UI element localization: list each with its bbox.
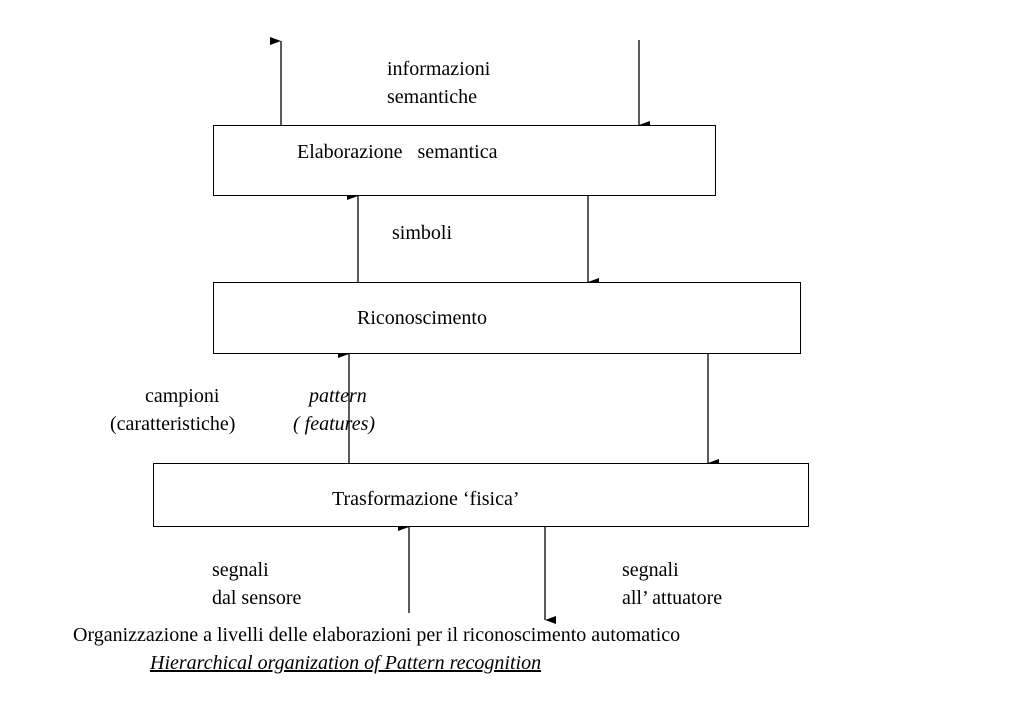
semantic-processing-box: Elaborazione semantica [213,125,716,196]
campioni-label-line2: (caratteristiche) [110,413,236,435]
info-label-line2: semantiche [387,86,477,108]
actuator-signals-label-line1: segnali [622,559,679,581]
recognition-box: Riconoscimento [213,282,801,354]
pattern-label-line1: pattern [309,385,367,407]
info-label-line1: informazioni [387,58,491,80]
sensor-signals-label-line2: dal sensore [212,587,302,609]
semantic-processing-label: Elaborazione semantica [297,141,498,163]
physical-transformation-box: Trasformazione ‘fisica’ [153,463,809,527]
pattern-label-line2: ( features) [293,413,376,435]
sensor-signals-label-line1: segnali [212,559,269,581]
caption-italian: Organizzazione a livelli delle elaborazi… [73,624,681,646]
campioni-label-line1: campioni [145,385,220,407]
caption-english: Hierarchical organization of Pattern rec… [150,652,542,674]
recognition-label: Riconoscimento [357,307,487,329]
simboli-label: simboli [392,222,453,244]
physical-transformation-label: Trasformazione ‘fisica’ [332,488,520,510]
actuator-signals-label-line2: all’ attuatore [622,587,723,609]
